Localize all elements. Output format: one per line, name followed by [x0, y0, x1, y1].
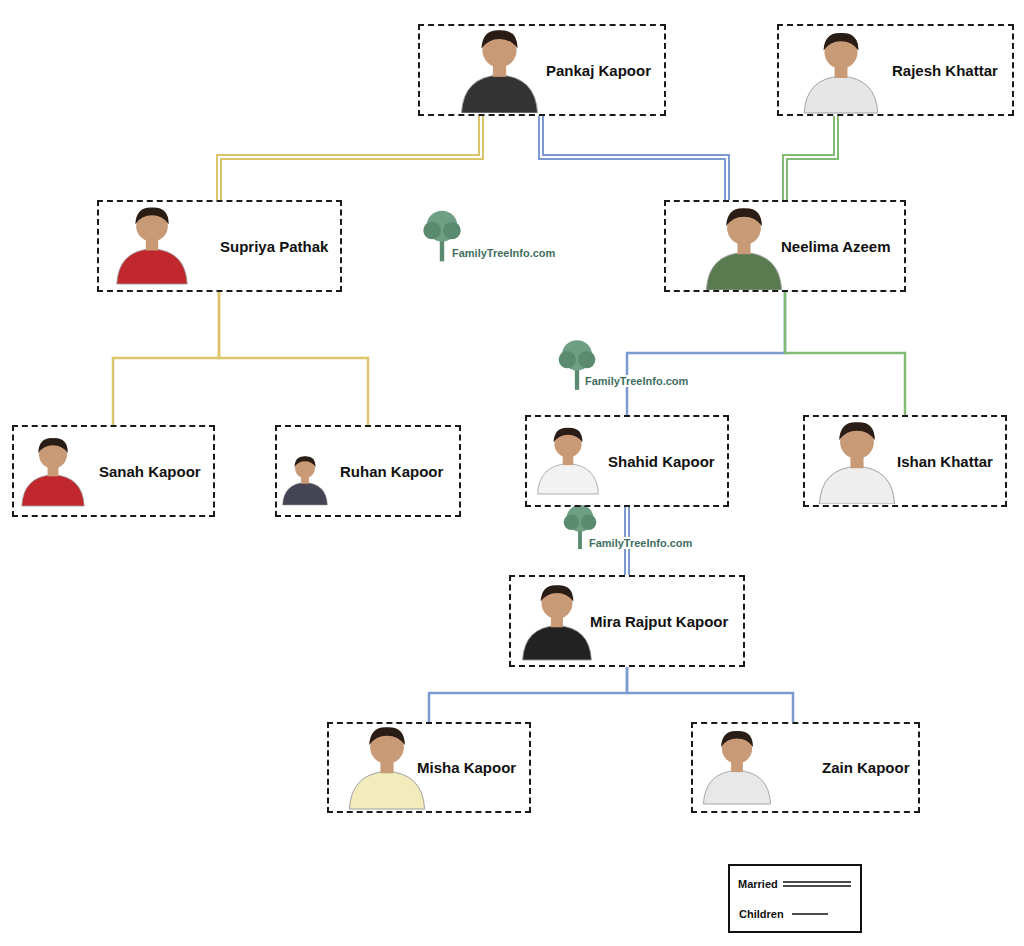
person-name: Neelima Azeem: [781, 238, 891, 255]
child-line: [627, 292, 785, 415]
person-box: Supriya Pathak: [97, 200, 342, 292]
connector-stroke: [785, 292, 905, 415]
legend-line: [792, 913, 828, 915]
person-box: Rajesh Khattar: [777, 24, 1014, 116]
person-box: Neelima Azeem: [664, 200, 906, 292]
legend-text: Married: [738, 878, 778, 890]
connector-gap: [541, 116, 727, 200]
marriage-line: [785, 116, 836, 200]
portrait: [117, 207, 187, 284]
person-name: Pankaj Kapoor: [546, 62, 651, 79]
marriage-line: [219, 116, 481, 200]
child-line: [113, 292, 219, 425]
connector-stroke: [219, 292, 368, 425]
legend-box: MarriedChildren: [728, 864, 862, 933]
portrait: [462, 30, 538, 113]
connector-stroke: [627, 292, 785, 415]
connector-stroke: [429, 667, 627, 722]
legend-line: [783, 885, 851, 887]
person-name: Shahid Kapoor: [608, 453, 715, 470]
person-box: Mira Rajput Kapoor: [509, 575, 745, 667]
legend-sample: [783, 879, 851, 889]
connector-stroke: [541, 116, 727, 200]
legend-row: Children: [739, 908, 828, 920]
connector-stroke: [219, 116, 481, 200]
watermark-text: FamilyTreeInfo.com: [587, 537, 694, 549]
person-box: Shahid Kapoor: [525, 415, 729, 507]
person-name: Mira Rajput Kapoor: [590, 613, 728, 630]
person-name: Ruhan Kapoor: [340, 463, 443, 480]
portrait: [22, 438, 84, 506]
portrait: [819, 422, 894, 504]
person-name: Ishan Khattar: [897, 453, 993, 470]
portrait: [523, 585, 592, 660]
connector-gap: [785, 116, 836, 200]
child-line: [429, 667, 627, 722]
person-name: Sanah Kapoor: [99, 463, 201, 480]
connector-stroke: [113, 292, 219, 425]
legend-sample: [792, 909, 828, 919]
portrait: [706, 208, 781, 290]
person-name: Misha Kapoor: [417, 759, 516, 776]
watermark-text: FamilyTreeInfo.com: [583, 375, 690, 387]
marriage-line: [541, 116, 727, 200]
person-box: Sanah Kapoor: [12, 425, 215, 517]
portrait: [349, 727, 424, 809]
person-name: Zain Kapoor: [822, 759, 910, 776]
child-line: [627, 667, 793, 722]
legend-text: Children: [739, 908, 784, 920]
connector-gap: [219, 116, 481, 200]
connector-stroke: [785, 116, 836, 200]
watermark-text: FamilyTreeInfo.com: [450, 247, 557, 259]
person-box: Misha Kapoor: [327, 722, 531, 813]
connector-stroke: [627, 667, 793, 722]
person-box: Zain Kapoor: [691, 722, 920, 813]
portrait: [283, 456, 328, 505]
person-name: Rajesh Khattar: [892, 62, 998, 79]
portrait: [804, 33, 878, 113]
person-box: Pankaj Kapoor: [418, 24, 666, 116]
person-box: Ishan Khattar: [803, 415, 1007, 507]
portrait: [538, 428, 599, 494]
child-line: [785, 292, 905, 415]
legend-line: [783, 881, 851, 883]
person-box: Ruhan Kapoor: [275, 425, 461, 517]
legend-row: Married: [738, 878, 851, 890]
child-line: [219, 292, 368, 425]
person-name: Supriya Pathak: [220, 238, 328, 255]
portrait: [703, 731, 770, 804]
